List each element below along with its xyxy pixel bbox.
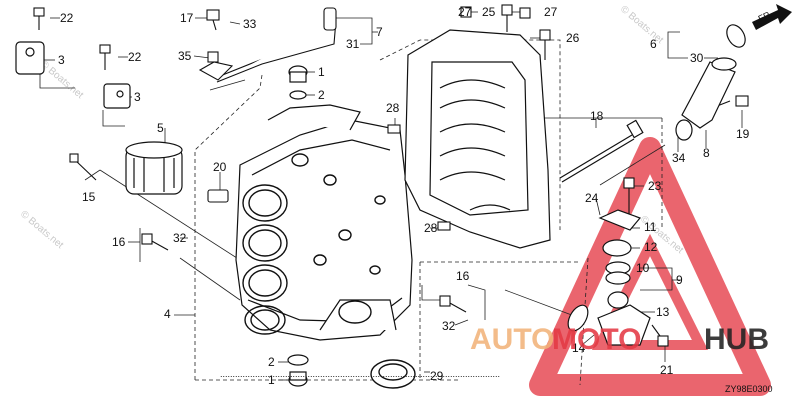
callout-c21: 21 <box>660 363 674 377</box>
leader-lines <box>39 11 743 386</box>
callout-c7: 7 <box>376 25 383 39</box>
callout-c13: 13 <box>656 305 670 319</box>
crankcase-webs <box>439 79 511 211</box>
triangle-watermark <box>529 137 771 396</box>
diagram-code: ZY98E0300 <box>725 384 773 394</box>
callout-c3a: 3 <box>58 53 65 67</box>
water-jacket-parts <box>567 209 651 346</box>
callout-c26: 26 <box>566 31 580 45</box>
long-bolt <box>559 119 644 183</box>
callout-c6: 6 <box>650 37 657 51</box>
brand-watermark: AUTO MOTO HUB <box>470 323 769 356</box>
callout-c23: 23 <box>648 179 662 193</box>
callout-c15: 15 <box>82 190 96 204</box>
callout-c17: 17 <box>180 11 194 25</box>
callout-c10: 10 <box>636 261 650 275</box>
callout-c24: 24 <box>585 191 599 205</box>
site-watermark: © Boats.net <box>18 209 65 251</box>
callout-c22a: 22 <box>60 11 74 25</box>
callout-c16b: 16 <box>456 269 470 283</box>
callout-c30: 30 <box>690 51 704 65</box>
callout-c33: 33 <box>243 17 257 31</box>
callout-c29: 29 <box>430 369 444 383</box>
callout-c11: 11 <box>644 220 657 234</box>
callout-c31: 31 <box>346 37 360 51</box>
callout-c27b: 27 <box>544 5 558 19</box>
site-watermark: © Boats.net <box>618 4 665 46</box>
callout-c32b: 32 <box>442 319 456 333</box>
callout-c16a: 16 <box>112 235 126 249</box>
callout-c18: 18 <box>590 109 604 123</box>
callout-c22b: 22 <box>128 50 142 64</box>
callout-c35: 35 <box>178 49 192 63</box>
callout-c8: 8 <box>703 146 710 160</box>
callout-c1a: 1 <box>268 373 275 387</box>
callout-c20: 20 <box>213 160 227 174</box>
callout-c5: 5 <box>157 121 164 135</box>
callout-c34: 34 <box>672 151 686 165</box>
bracket-parts <box>15 41 131 109</box>
callout-c28a: 28 <box>386 101 400 115</box>
callout-c19: 19 <box>736 127 750 141</box>
crankcase <box>404 29 551 249</box>
cylinder-bores <box>242 153 386 335</box>
brand-suffix: HUB <box>704 323 769 356</box>
thermostat-cover <box>675 24 746 141</box>
callout-c12: 12 <box>644 240 658 254</box>
cylinder-block <box>235 104 413 341</box>
breather-tube <box>198 7 337 83</box>
callout-c32a: 32 <box>173 231 187 245</box>
oil-filter <box>125 141 183 195</box>
callout-c27a: 27 <box>458 5 472 19</box>
callout-c28b: 28 <box>424 221 438 235</box>
brand-prefix: AUTO <box>470 323 554 356</box>
plugs-and-washers <box>287 65 309 387</box>
callout-c9: 9 <box>676 273 683 287</box>
oil-seal <box>370 359 416 389</box>
callout-c1b: 1 <box>318 65 325 79</box>
front-direction-arrow: FR. <box>752 4 792 30</box>
callout-c2b: 2 <box>318 88 325 102</box>
callout-c4: 4 <box>164 307 171 321</box>
callout-c3b: 3 <box>134 90 141 104</box>
brand-middle: MOTO <box>552 323 641 356</box>
footnote-text: ........................................… <box>220 369 500 379</box>
callout-c14: 14 <box>572 341 586 355</box>
callout-c25: 25 <box>482 5 496 19</box>
callout-c2a: 2 <box>268 355 275 369</box>
